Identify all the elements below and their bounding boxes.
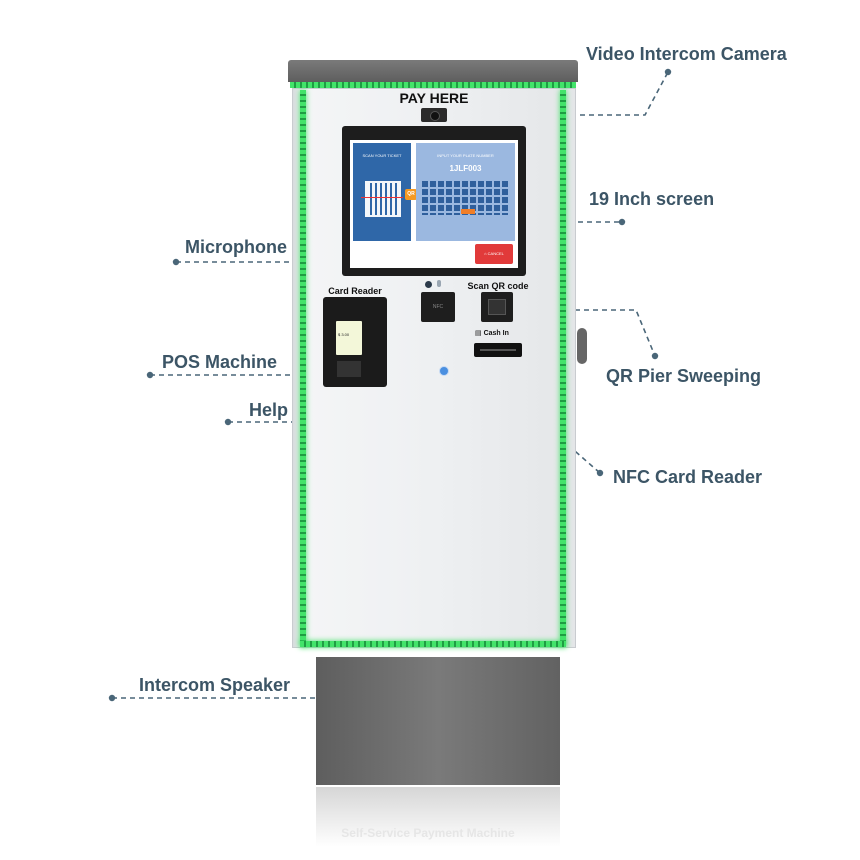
leader-microphone xyxy=(176,261,441,278)
callout-help: Help xyxy=(249,400,289,420)
leader-qr-pier-sweeping xyxy=(512,309,656,357)
dot-help xyxy=(224,418,232,426)
dot-qr-pier-sweeping xyxy=(651,352,659,360)
dot-19-inch-screen xyxy=(618,218,626,226)
callout-qr-pier-sweeping: QR Pier Sweeping xyxy=(606,366,762,386)
dot-video-camera xyxy=(664,68,672,76)
callout-microphone: Microphone xyxy=(185,237,287,257)
callout-video-intercom-camera: Video Intercom Camera xyxy=(586,44,787,64)
callout-pos-machine: POS Machine xyxy=(162,352,278,372)
dot-intercom-speaker xyxy=(108,694,116,702)
dot-nfc-card-reader xyxy=(596,469,604,477)
dot-microphone xyxy=(172,258,180,266)
dot-pos-machine xyxy=(146,371,154,379)
callout-19-inch-screen: 19 Inch screen xyxy=(589,189,715,209)
leader-nfc-card-reader xyxy=(452,318,601,474)
callout-intercom-speaker: Intercom Speaker xyxy=(139,675,291,695)
leader-video-camera xyxy=(463,71,669,116)
callout-nfc-card-reader: NFC Card Reader xyxy=(613,467,763,487)
